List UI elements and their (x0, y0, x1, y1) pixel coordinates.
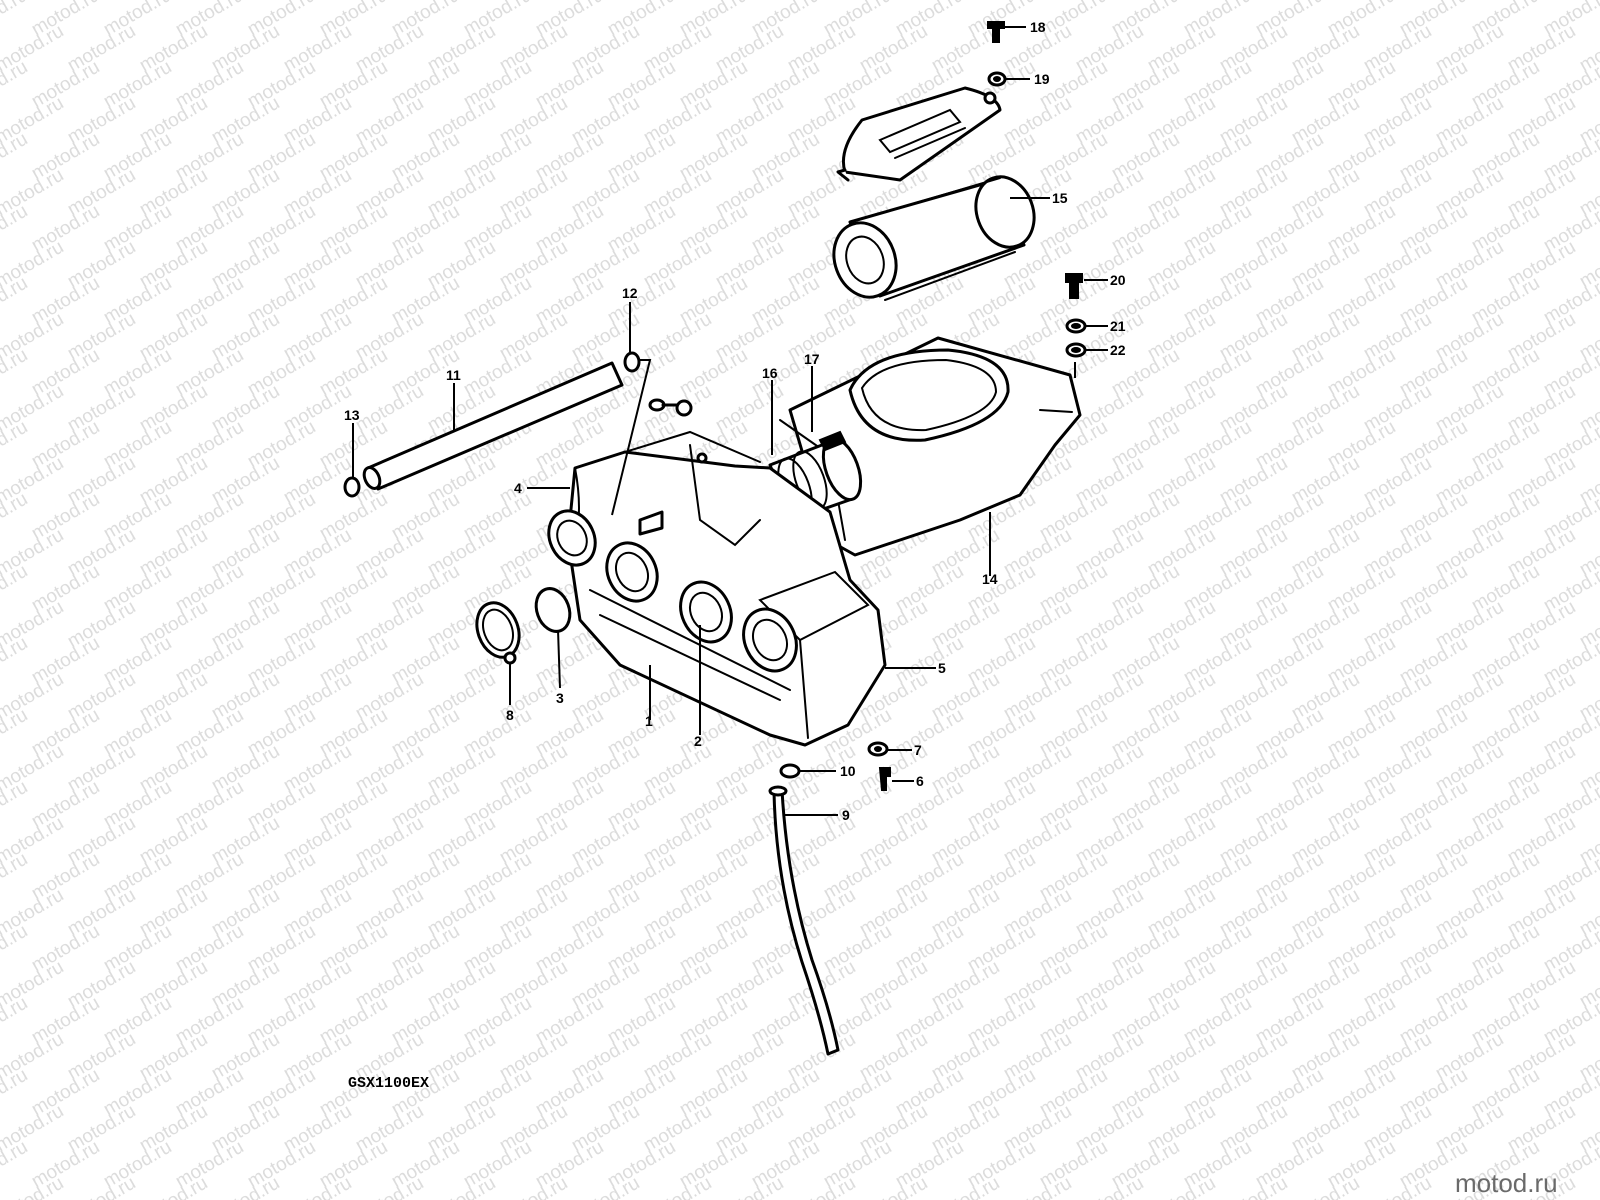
callout-10: 10 (840, 763, 856, 779)
callout-2: 2 (694, 733, 702, 749)
watermark-text: motod.ru (0, 129, 31, 185)
watermark-text: motod.ru (0, 561, 31, 617)
watermark-text: motod.ru (0, 1065, 31, 1121)
callout-6: 6 (916, 773, 924, 789)
watermark-text: motod.ru (0, 705, 31, 761)
callout-11: 11 (446, 367, 461, 383)
callout-3: 3 (556, 690, 564, 706)
part-13-clip (343, 476, 361, 498)
callout-4: 4 (514, 480, 522, 496)
callout-18: 18 (1030, 19, 1046, 35)
watermark-text: motod.ru (0, 777, 31, 833)
watermark-text: motod.ru (0, 993, 31, 1049)
model-code-label: GSX1100EX (348, 1075, 429, 1092)
callout-17: 17 (804, 351, 820, 367)
callout-16: 16 (762, 365, 778, 381)
watermark-text: motod.ru (0, 345, 31, 401)
watermark-text: motod.ru (0, 0, 31, 40)
callout-5: 5 (938, 660, 946, 676)
callout-20: 20 (1110, 272, 1126, 288)
callout-14: 14 (982, 571, 998, 587)
watermark-text: motod.ru (1576, 1173, 1600, 1200)
callout-9: 9 (842, 807, 850, 823)
watermark-text: motod.ru (0, 921, 31, 977)
callout-22: 22 (1110, 342, 1126, 358)
callout-12: 12 (622, 285, 638, 301)
watermark-text: motod.ru (0, 201, 31, 257)
callout-8: 8 (506, 707, 514, 723)
callout-1: 1 (645, 713, 653, 729)
watermark-text: motod.ru (0, 633, 31, 689)
part-12-clip (623, 351, 641, 373)
callout-7: 7 (914, 742, 922, 758)
callout-15: 15 (1052, 190, 1068, 206)
motod-logo: motod.ru (1455, 1168, 1558, 1198)
watermark-text: motod.ru (0, 417, 31, 473)
watermark-text: motod.ru (1576, 0, 1600, 4)
watermark-text: motod.ru (0, 489, 31, 545)
watermark-text: motod.ru (0, 1137, 31, 1193)
watermark-text: motod.ru (0, 57, 31, 113)
callout-13: 13 (344, 407, 360, 423)
callout-19: 19 (1034, 71, 1050, 87)
watermark-text: motod.ru (0, 849, 31, 905)
watermark-text: motod.ru (0, 273, 31, 329)
callout-21: 21 (1110, 318, 1126, 334)
